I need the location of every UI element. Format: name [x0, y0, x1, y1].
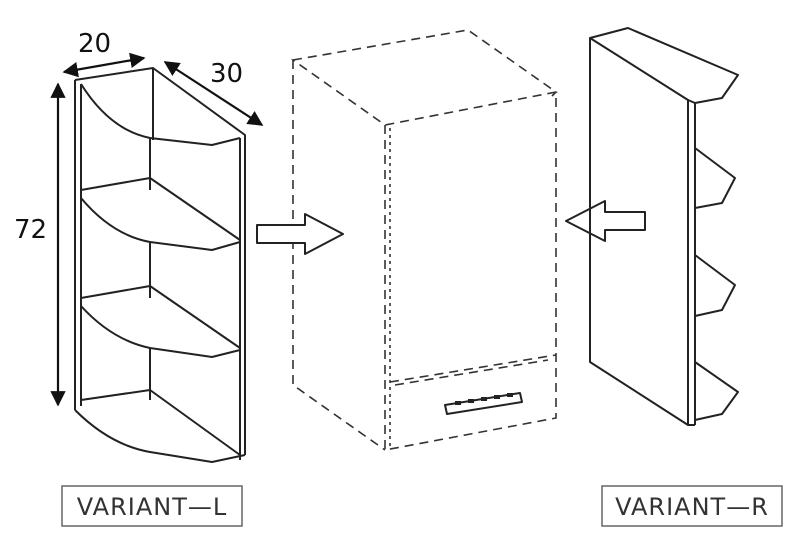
right-shelf-unit	[589, 27, 739, 426]
variant-r-label: VARIANT—R	[615, 493, 769, 521]
variant-r-label-box	[601, 485, 783, 527]
right-pointing-arrow-icon	[256, 213, 344, 255]
height-dimension-label: 72	[14, 215, 47, 245]
drawer-handle	[444, 392, 523, 415]
width-dimension-label: 20	[78, 29, 111, 59]
variant-l-label-box	[61, 485, 243, 527]
depth-dimension-arrow	[163, 61, 264, 126]
center-cabinet-outline	[290, 29, 558, 451]
left-shelf-unit	[74, 67, 246, 463]
variant-l-label: VARIANT—L	[77, 493, 227, 521]
width-dimension-arrow	[62, 52, 146, 78]
depth-dimension-label: 30	[210, 59, 243, 89]
left-pointing-arrow-icon	[565, 200, 646, 242]
dimension-arrows	[50, 52, 264, 407]
